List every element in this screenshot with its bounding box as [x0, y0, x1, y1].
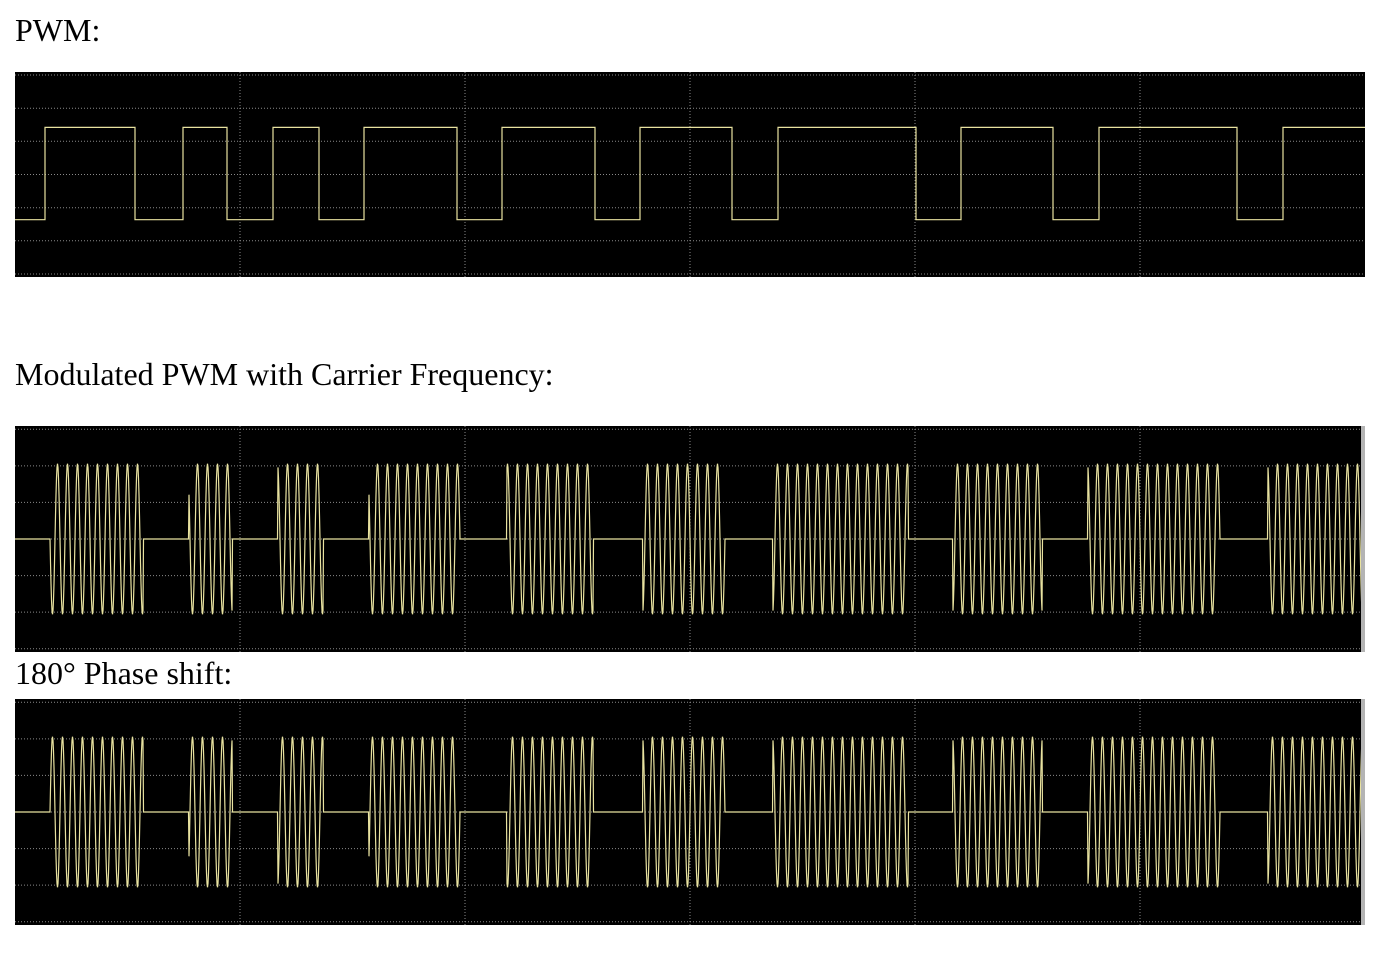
- pwm-scope: [15, 72, 1365, 277]
- phase-shift-title: 180° Phase shift:: [15, 655, 233, 691]
- modulated-pwm-title: Modulated PWM with Carrier Frequency:: [15, 356, 554, 392]
- phase-shift-scope: [15, 699, 1365, 925]
- pwm-signal-trace: [15, 126, 1365, 221]
- modulated-pwm-signal-trace: [15, 463, 1365, 615]
- modulated-pwm-grid: [15, 426, 1365, 652]
- phase-shift-signal-trace: [15, 736, 1365, 888]
- modulated-pwm-scope: [15, 426, 1365, 652]
- pwm-title: PWM:: [15, 12, 101, 48]
- pwm-grid: [15, 72, 1365, 277]
